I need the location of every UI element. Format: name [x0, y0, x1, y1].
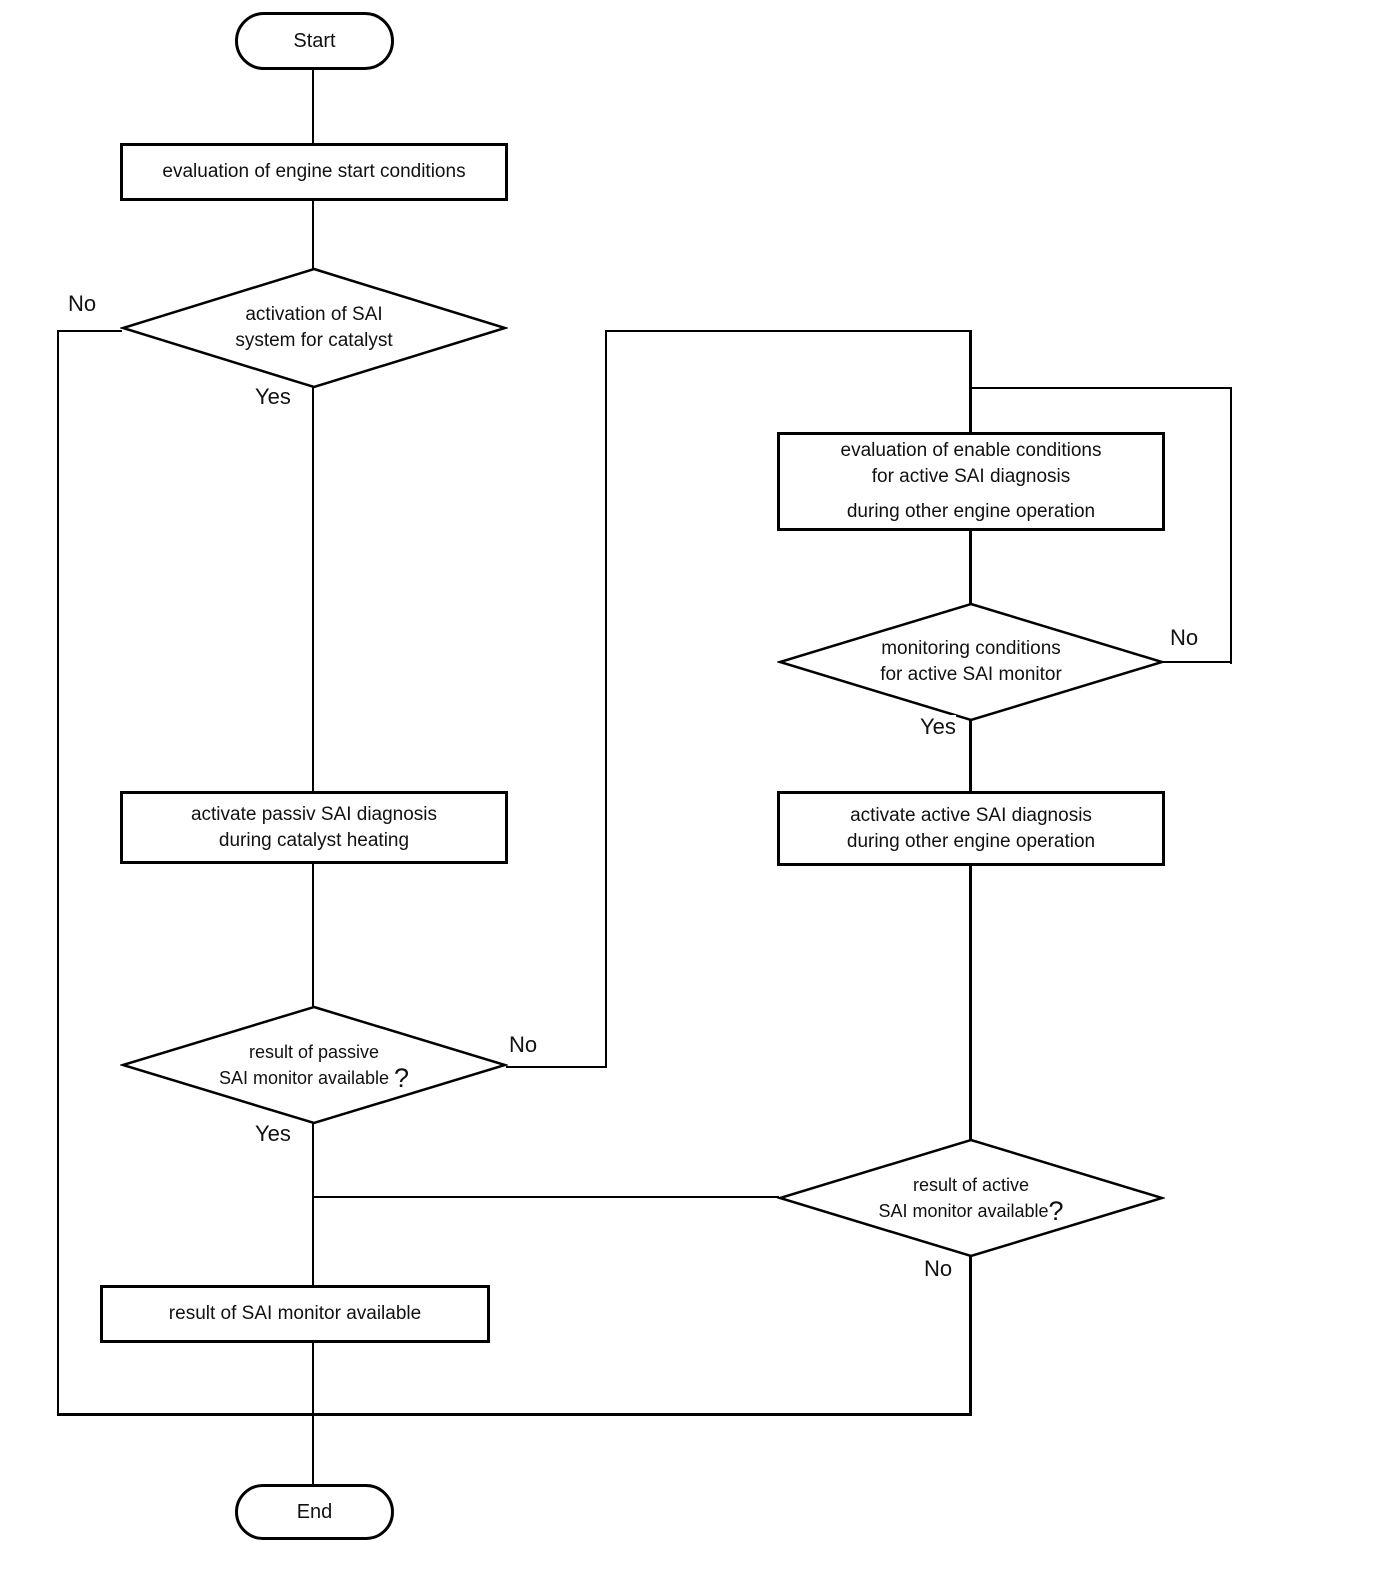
branch-label-result-passive-no: No	[509, 1032, 538, 1057]
connector-active-to-result-active-decision	[969, 864, 972, 1141]
decision-activation-sai-text: activation of SAI system for catalyst	[235, 304, 393, 351]
branch-label-result-passive-yes: Yes	[255, 1121, 291, 1146]
decision-result-active-text: result of active SAI monitor available?	[878, 1175, 1064, 1226]
branch-label-activation-no: No	[68, 291, 97, 316]
connector-activation-no-horizontal	[57, 330, 122, 332]
diamond-shape	[777, 602, 1165, 722]
diamond-shape	[777, 1138, 1165, 1258]
decision-monitoring-conditions-text: monitoring conditions for active SAI mon…	[880, 638, 1062, 685]
decision-result-active-monitor: result of active SAI monitor available?	[777, 1138, 1165, 1258]
connector-monitoring-no-loop-vertical	[1230, 387, 1232, 664]
process-evaluation-engine-start: evaluation of engine start conditions	[120, 143, 508, 201]
question-mark: ?	[1048, 1196, 1064, 1226]
connector-activation-no-vertical	[57, 330, 59, 1415]
process-evaluation-enable-conditions: evaluation of enable conditions for acti…	[777, 432, 1165, 531]
diamond-shape	[120, 1005, 508, 1125]
connector-result-passive-no-vertical	[605, 330, 607, 1068]
decision-result-passive-text: result of passive SAI monitor available …	[218, 1042, 410, 1093]
connector-bottom-merge-horizontal	[57, 1413, 972, 1416]
connector-activation-yes-to-passiv	[312, 386, 314, 792]
start-terminator: Start	[235, 12, 394, 70]
question-mark: ?	[394, 1063, 410, 1093]
connector-eval-to-activation-decision	[312, 199, 314, 269]
process-result-sai-monitor: result of SAI monitor available	[100, 1285, 490, 1343]
connector-passiv-to-result-passive-decision	[312, 862, 314, 1007]
connector-enable-to-monitoring-decision	[969, 529, 972, 605]
branch-label-result-active-no: No	[924, 1256, 953, 1281]
connector-result-passive-yes-to-result	[312, 1123, 314, 1287]
end-terminator: End	[235, 1484, 394, 1540]
connector-right-column-top-vertical	[969, 330, 972, 434]
decision-activation-sai-system: activation of SAI system for catalyst	[120, 267, 508, 389]
connector-result-active-no-vertical	[969, 1255, 972, 1415]
end-label: End	[296, 1500, 333, 1523]
process-evaluation-enable-text: evaluation of enable conditions for acti…	[840, 440, 1102, 522]
connector-result-passive-no-horizontal	[506, 1066, 607, 1068]
connector-monitoring-no-horizontal	[1163, 661, 1232, 663]
branch-label-monitoring-no: No	[1170, 625, 1199, 650]
connector-monitoring-no-loop-horizontal	[970, 387, 1232, 389]
connector-top-horizontal-to-right-column	[605, 330, 972, 332]
process-activate-active-text: activate active SAI diagnosis during oth…	[846, 804, 1096, 852]
decision-result-passive-monitor: result of passive SAI monitor available …	[120, 1005, 508, 1125]
connector-result-active-to-left-column	[313, 1196, 779, 1198]
process-activate-active-diagnosis: activate active SAI diagnosis during oth…	[777, 791, 1165, 866]
branch-label-activation-yes: Yes	[255, 384, 291, 409]
connector-monitoring-yes-to-active	[969, 719, 972, 792]
process-activate-passiv-diagnosis: activate passiv SAI diagnosis during cat…	[120, 791, 508, 864]
decision-monitoring-conditions: monitoring conditions for active SAI mon…	[777, 602, 1165, 722]
process-result-sai-monitor-label: result of SAI monitor available	[168, 1303, 422, 1324]
branch-label-monitoring-yes: Yes	[920, 714, 956, 739]
process-activate-passiv-text: activate passiv SAI diagnosis during cat…	[190, 803, 438, 851]
diamond-shape	[120, 267, 508, 389]
start-label: Start	[293, 29, 336, 52]
process-evaluation-engine-start-label: evaluation of engine start conditions	[162, 161, 466, 182]
connector-start-to-eval	[312, 68, 314, 144]
